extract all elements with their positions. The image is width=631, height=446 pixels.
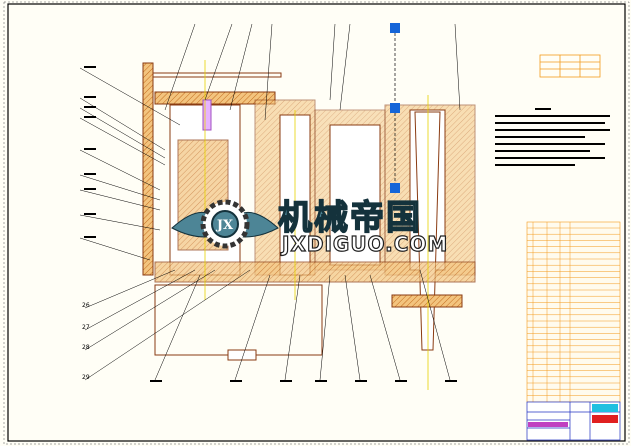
watermark-logo: JX 机械帝国 JXDIGUO.COM	[170, 188, 470, 260]
grip-marker[interactable]	[390, 103, 400, 113]
label-ticks	[84, 66, 457, 382]
watermark-chinese: 机械帝国	[277, 197, 422, 239]
part-label: 26	[82, 302, 90, 309]
parts-list	[526, 221, 621, 403]
title-block-fill	[592, 415, 618, 423]
part-label: 27	[82, 324, 90, 331]
spec-table	[539, 54, 601, 78]
emblem-text: JX	[216, 218, 234, 233]
leader-lines	[79, 23, 461, 381]
grip-marker[interactable]	[390, 23, 400, 33]
drawing-border	[7, 3, 626, 442]
title-block-fill	[592, 404, 618, 412]
part-label: 28	[82, 344, 90, 351]
sheet-edge	[3, 1, 630, 445]
grip-marker[interactable]	[390, 183, 400, 193]
technical-notes	[495, 108, 610, 166]
watermark-url: JXDIGUO.COM	[281, 231, 449, 256]
part-label: 29	[82, 374, 90, 381]
title-block-fill	[528, 422, 568, 427]
gear-wings-emblem-icon: JX	[171, 199, 279, 249]
